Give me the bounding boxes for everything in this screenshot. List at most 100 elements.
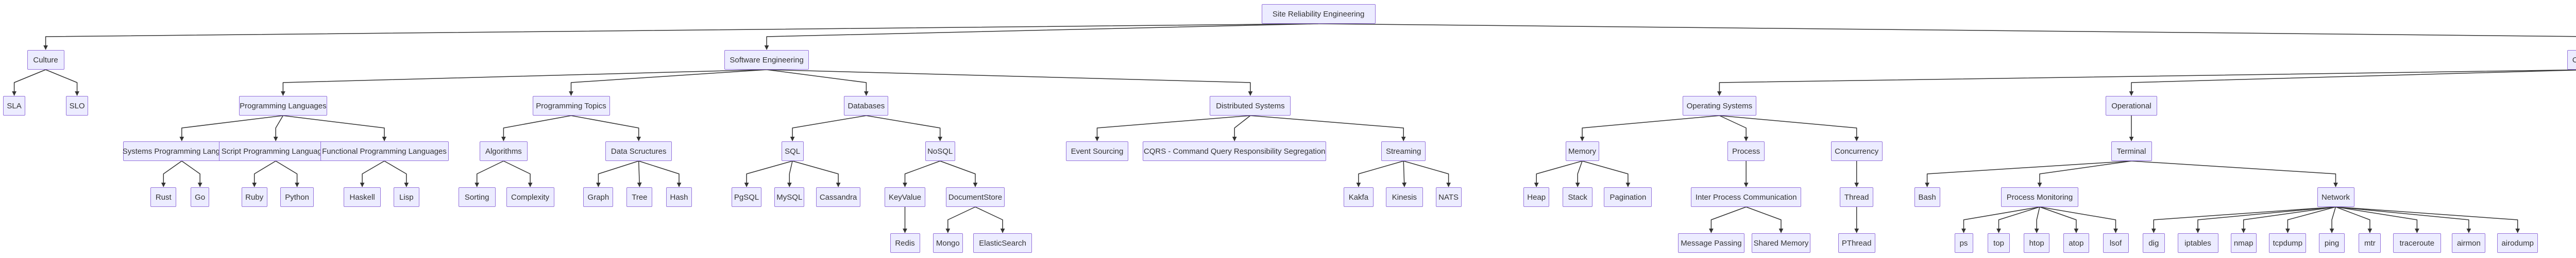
edge-operating-systems-to-concurrency xyxy=(1719,115,1859,141)
node-tcpdump: tcpdump xyxy=(2269,233,2307,253)
node-software-engineering: Software Engineering xyxy=(724,50,809,70)
edge-site-reliability-engineering-to-culture xyxy=(43,23,1319,50)
node-site-reliability-engineering: Site Reliability Engineering xyxy=(1261,4,1376,24)
node-nosql: NoSQL xyxy=(925,141,955,161)
node-mtr: mtr xyxy=(2359,233,2381,253)
node-databases: Databases xyxy=(844,96,889,116)
edge-software-engineering-to-databases xyxy=(767,69,869,96)
edge-operations-to-operational xyxy=(2129,70,2576,96)
edge-documentstore-to-elasticsearch xyxy=(975,206,1005,233)
edge-operating-systems-to-process xyxy=(1719,115,1749,141)
edge-sql-to-pgsql xyxy=(744,160,793,187)
node-operational: Operational xyxy=(2106,96,2157,116)
edge-operations-to-operating-systems xyxy=(1717,69,2576,96)
edge-network-to-airodump xyxy=(2335,206,2520,233)
edge-process-monitoring-to-atop xyxy=(2039,206,2079,233)
edge-streaming-to-kinesis xyxy=(1402,160,1407,187)
edge-network-to-airmon xyxy=(2335,206,2471,233)
edge-data-scructures-to-hash xyxy=(638,160,682,187)
node-pgsql: PgSQL xyxy=(732,187,762,207)
node-cqrs-command-query-responsibility-segregation: CQRS - Command Query Responsibility Segr… xyxy=(1143,141,1327,161)
node-kinesis: Kinesis xyxy=(1385,187,1423,207)
node-graph: Graph xyxy=(583,187,614,207)
node-pagination: Pagination xyxy=(1604,187,1652,207)
node-pthread: PThread xyxy=(1838,233,1875,253)
edge-sql-to-mysql xyxy=(787,160,793,187)
edge-algorithms-to-sorting xyxy=(474,160,504,187)
node-lsof: lsof xyxy=(2103,233,2129,253)
node-ps: ps xyxy=(1954,233,1973,253)
edge-streaming-to-nats xyxy=(1403,160,1451,187)
node-heap: Heap xyxy=(1523,187,1550,207)
node-iptables: iptables xyxy=(2177,233,2218,253)
edge-script-programming-languages-to-ruby xyxy=(252,160,276,187)
node-elasticsearch: ElasticSearch xyxy=(973,233,1032,253)
node-thread: Thread xyxy=(1840,187,1874,207)
node-go: Go xyxy=(191,187,210,207)
edge-distributed-systems-to-streaming xyxy=(1250,115,1406,141)
node-documentstore: DocumentStore xyxy=(946,187,1005,207)
edge-nosql-to-keyvalue xyxy=(903,160,940,187)
edge-programming-topics-to-data-scructures xyxy=(571,115,641,141)
edge-operating-systems-to-memory xyxy=(1580,115,1720,141)
node-sla: SLA xyxy=(3,96,26,116)
node-process-monitoring: Process Monitoring xyxy=(2001,187,2078,207)
node-dig: dig xyxy=(2142,233,2165,253)
node-haskell: Haskell xyxy=(344,187,381,207)
edge-network-to-iptables xyxy=(2195,206,2336,233)
edge-culture-to-slo xyxy=(45,69,80,96)
edge-programming-languages-to-script-programming-languages xyxy=(273,115,284,141)
edge-sql-to-cassandra xyxy=(792,160,841,187)
edge-systems-programming-languages-to-rust xyxy=(161,160,182,187)
node-data-scructures: Data Scructures xyxy=(605,141,672,161)
edge-script-programming-languages-to-python xyxy=(275,160,300,187)
node-mysql: MySQL xyxy=(774,187,805,207)
edge-inter-process-communication-to-shared-memory xyxy=(1745,206,1784,233)
node-nmap: nmap xyxy=(2230,233,2257,253)
edge-process-monitoring-to-top xyxy=(1996,206,2040,233)
edge-data-scructures-to-tree xyxy=(637,160,642,187)
node-traceroute: traceroute xyxy=(2393,233,2441,253)
node-script-programming-languages: Script Programming Languages xyxy=(218,141,333,161)
node-keyvalue: KeyValue xyxy=(885,187,925,207)
edge-data-scructures-to-graph xyxy=(596,160,639,187)
edge-network-to-nmap xyxy=(2241,206,2336,233)
node-lisp: Lisp xyxy=(393,187,419,207)
edge-terminal-to-process-monitoring xyxy=(2037,160,2132,187)
node-nats: NATS xyxy=(1435,187,1462,207)
node-operations: Operations xyxy=(2567,50,2576,70)
node-cassandra: Cassandra xyxy=(816,187,861,207)
node-complexity: Complexity xyxy=(506,187,554,207)
node-shared-memory: Shared Memory xyxy=(1752,233,1810,253)
edge-memory-to-stack xyxy=(1575,160,1583,187)
node-functional-programming-languages: Functional Programming Languages xyxy=(320,141,449,161)
node-hash: Hash xyxy=(666,187,692,207)
edge-databases-to-sql xyxy=(790,115,867,141)
node-message-passing: Message Passing xyxy=(1677,233,1744,253)
node-ping: ping xyxy=(2319,233,2345,253)
node-tree: Tree xyxy=(626,187,653,207)
edge-programming-topics-to-algorithms xyxy=(501,115,571,141)
edge-process-monitoring-to-ps xyxy=(1961,206,2040,233)
node-sorting: Sorting xyxy=(458,187,496,207)
edge-algorithms-to-complexity xyxy=(503,160,533,187)
node-mongo: Mongo xyxy=(933,233,963,253)
node-terminal: Terminal xyxy=(2111,141,2152,161)
edge-programming-languages-to-systems-programming-languages xyxy=(179,115,283,141)
edge-process-monitoring-to-htop xyxy=(2034,206,2040,233)
edge-network-to-tcpdump xyxy=(2285,206,2336,233)
edge-software-engineering-to-distributed-systems xyxy=(767,69,1253,96)
edge-streaming-to-kakfa xyxy=(1356,160,1404,187)
node-airodump: airodump xyxy=(2497,233,2538,253)
node-process: Process xyxy=(1727,141,1765,161)
edge-site-reliability-engineering-to-operations xyxy=(1318,23,2576,37)
edge-network-to-traceroute xyxy=(2335,206,2419,233)
edge-software-engineering-to-programming-languages xyxy=(280,69,767,96)
edge-functional-programming-languages-to-lisp xyxy=(384,160,409,187)
edge-network-to-ping xyxy=(2329,206,2336,233)
edge-documentstore-to-mongo xyxy=(945,206,976,233)
edge-nosql-to-documentstore xyxy=(940,160,978,187)
node-algorithms: Algorithms xyxy=(479,141,528,161)
